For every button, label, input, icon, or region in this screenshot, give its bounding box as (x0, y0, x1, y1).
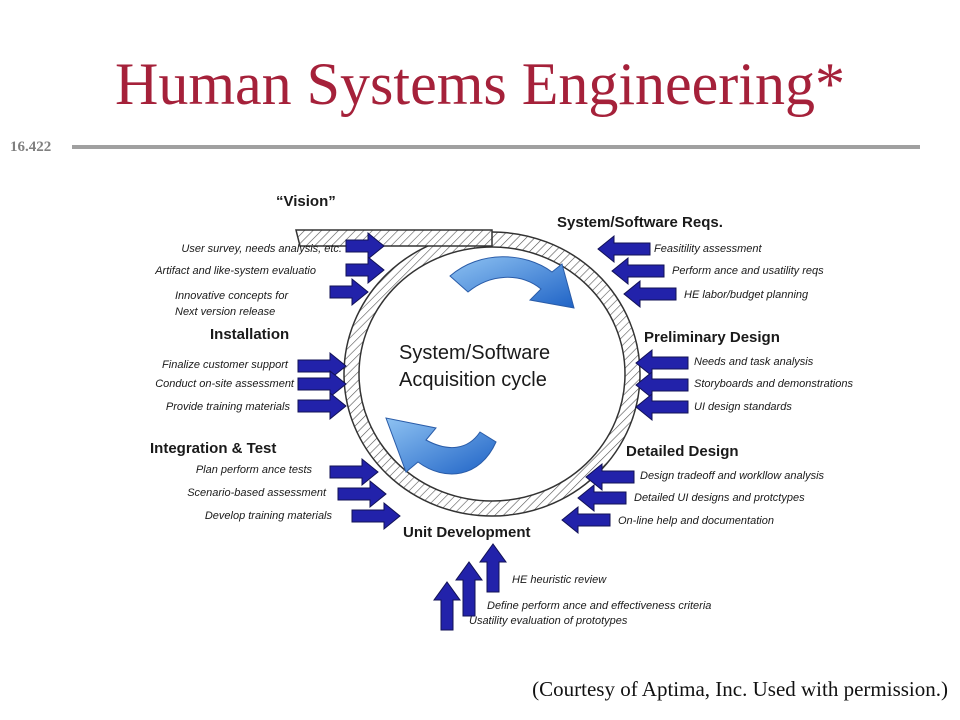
arrow-icon (433, 581, 461, 631)
arrow-icon (635, 370, 689, 400)
vision-item: Next version release (175, 306, 276, 318)
integration-heading: Integration & Test (150, 440, 277, 457)
arrow-icon (297, 391, 347, 421)
detailed-item: Detailed UI designs and protctypes (634, 492, 805, 504)
prelim-item: UI design standards (694, 401, 792, 413)
vision-band (295, 229, 493, 247)
detailed-arrows (561, 462, 635, 535)
slide-title: Human Systems Engineering* (115, 51, 845, 117)
arrow-icon (479, 543, 507, 593)
course-number: 16.422 (10, 139, 52, 155)
integration-item: Develop training materials (204, 510, 332, 522)
arrow-icon (623, 279, 677, 309)
arrow-icon (635, 392, 689, 422)
arrow-icon (577, 483, 627, 513)
cycle-label-line-2: Acquisition cycle (399, 369, 547, 391)
prelim-arrows (635, 348, 689, 422)
reqs-item: HE labor/budget planning (684, 289, 809, 301)
installation-item: Finalize customer support (162, 359, 288, 371)
unit-item: Define perform ance and effectiveness cr… (487, 600, 712, 612)
arrow-icon (635, 348, 689, 378)
arrow-icon (611, 256, 665, 286)
prelim-item: Needs and task analysis (694, 356, 814, 368)
arrow-icon (561, 505, 611, 535)
cycle-arrow-top-icon (449, 256, 575, 309)
cycle-ring (343, 231, 641, 517)
reqs-item: Feasitility assessment (654, 243, 762, 255)
unit-item: HE heuristic review (512, 574, 607, 586)
unit-heading: Unit Development (403, 524, 531, 541)
installation-arrows (297, 351, 347, 421)
arrow-icon (297, 351, 347, 381)
vision-item: Innovative concepts for (175, 290, 289, 302)
installation-heading: Installation (210, 326, 290, 343)
integration-item: Scenario-based assessment (187, 487, 326, 499)
arrow-icon (585, 462, 635, 492)
detailed-item: Design tradeoff and workllow analysis (640, 470, 825, 482)
vision-heading: “Vision” (276, 193, 336, 210)
integration-arrows (329, 457, 401, 531)
detailed-item: On-line help and documentation (618, 515, 774, 527)
unit-item: Usatility evaluation of prototypes (469, 615, 628, 627)
cycle-label-line-1: System/Software (399, 342, 551, 364)
prelim-item: Storyboards and demonstrations (694, 378, 853, 390)
arrow-icon (345, 231, 385, 261)
cycle-arrow-bottom-icon (385, 417, 497, 475)
title-divider (72, 145, 920, 149)
unit-arrows (433, 543, 507, 631)
arrow-icon (337, 479, 387, 509)
cycle-center-label: System/Software Acquisition cycle (399, 340, 550, 394)
reqs-item: Perform ance and usatility reqs (672, 265, 824, 277)
reqs-arrows (597, 234, 677, 309)
prelim-heading: Preliminary Design (644, 329, 780, 346)
vision-arrows (329, 231, 385, 307)
installation-item: Provide training materials (165, 401, 290, 413)
reqs-heading: System/Software Reqs. (557, 214, 723, 231)
arrow-icon (329, 277, 369, 307)
vision-item: User survey, needs analysis, etc. (181, 243, 342, 255)
courtesy-note: (Courtesy of Aptima, Inc. Used with perm… (532, 677, 948, 701)
arrow-icon (351, 501, 401, 531)
arrow-icon (455, 561, 483, 617)
arrow-icon (297, 369, 347, 399)
arrow-icon (329, 457, 379, 487)
detailed-heading: Detailed Design (626, 443, 739, 460)
vision-item: Artifact and like-system evaluatio (155, 265, 316, 277)
arrow-icon (345, 255, 385, 285)
arrow-icon (597, 234, 651, 264)
integration-item: Plan perform ance tests (195, 464, 312, 476)
installation-item: Conduct on-site assessment (155, 378, 294, 390)
